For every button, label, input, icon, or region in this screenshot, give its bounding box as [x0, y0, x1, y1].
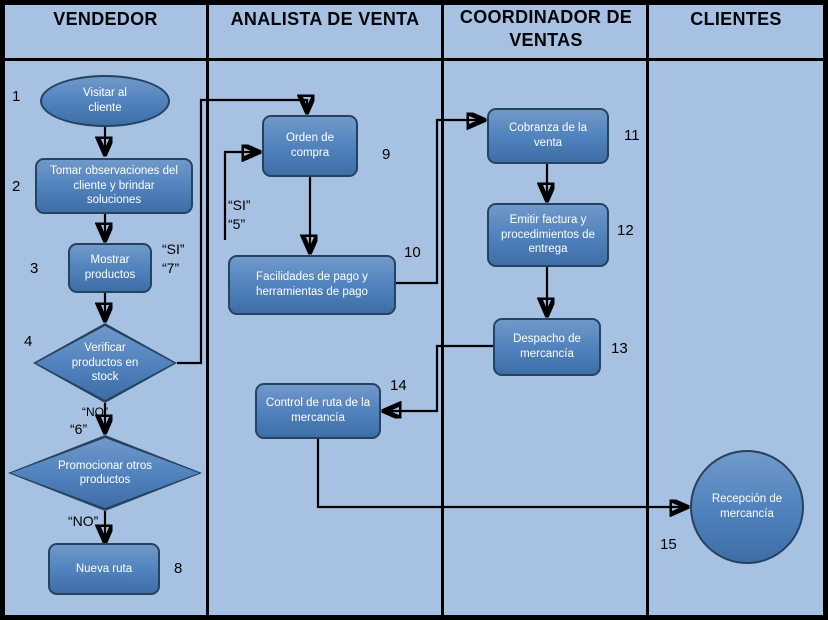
- flow-node-control-ruta: Control de ruta de la mercancía: [255, 383, 381, 439]
- edge-label-si-7: “SI” “7”: [162, 240, 185, 278]
- edge-label-si: “SI”: [162, 241, 185, 257]
- node-label: Facilidades de pago y herramientas de pa…: [256, 271, 368, 298]
- flow-node-emitir-factura: Emitir factura y procedimientos de entre…: [487, 203, 609, 267]
- edge-label-6: “6”: [70, 421, 88, 438]
- lane-divider-3: [646, 0, 649, 620]
- lane-header-coordinador: COORDINADOR DE VENTAS: [459, 7, 633, 50]
- flow-node-cobranza-venta: Cobranza de la venta: [487, 108, 609, 164]
- node-label: Tomar observaciones del cliente y brinda…: [50, 164, 178, 207]
- step-number-8: 8: [174, 560, 183, 577]
- lane-header-clientes: CLIENTES: [690, 9, 782, 29]
- flow-node-promocionar-productos: Promocionar otros productos: [8, 435, 202, 511]
- step-number-13: 13: [611, 340, 628, 357]
- node-label: Control de ruta de la mercancía: [265, 397, 371, 424]
- flow-node-orden-compra: Orden de compra: [262, 115, 358, 177]
- node-label: Recepción de mercancía: [711, 493, 783, 520]
- lane-header-analista: ANALISTA DE VENTA: [230, 9, 420, 29]
- node-label: Orden de compra: [286, 132, 334, 159]
- flow-node-despacho-mercancia: Despacho de mercancía: [493, 318, 601, 376]
- edge-label-5: “5”: [228, 215, 246, 232]
- node-label: Promocionar otros productos: [58, 459, 152, 486]
- step-number-4: 4: [24, 333, 33, 350]
- node-label: Despacho de mercancía: [513, 333, 581, 360]
- flow-node-facilidades-pago: Facilidades de pago y herramientas de pa…: [228, 255, 396, 315]
- step-number-10: 10: [404, 244, 421, 261]
- node-label: Nueva ruta: [75, 562, 133, 575]
- flow-node-tomar-observaciones: Tomar observaciones del cliente y brinda…: [35, 158, 193, 214]
- node-label: Mostrar productos: [84, 254, 136, 281]
- flow-node-verificar-stock: Verificar productos en stock: [33, 323, 177, 403]
- edge-label-no: “NO”: [82, 405, 108, 419]
- node-label: Cobranza de la venta: [509, 122, 587, 149]
- edge-label-7: “7”: [162, 259, 180, 276]
- step-number-15: 15: [660, 536, 677, 553]
- lane-divider-2: [441, 0, 444, 620]
- node-label: Verificar productos en stock: [71, 342, 139, 384]
- step-number-12: 12: [617, 222, 634, 239]
- flow-node-recepcion-mercancia: Recepción de mercancía: [690, 450, 804, 564]
- node-label: Emitir factura y procedimientos de entre…: [501, 213, 595, 256]
- edge-label-no-final: “NO”: [68, 512, 98, 531]
- step-number-3: 3: [30, 260, 39, 277]
- step-number-2: 2: [12, 178, 21, 195]
- lane-header-vendedor: VENDEDOR: [53, 9, 158, 29]
- edge-label-no: “NO”: [68, 513, 99, 529]
- flow-node-visitar-cliente: Visitar al cliente: [40, 75, 170, 127]
- flow-node-nueva-ruta: Nueva ruta: [48, 543, 160, 595]
- step-number-1: 1: [12, 88, 21, 105]
- node-label: Visitar al cliente: [83, 87, 127, 114]
- edge-label-si: “SI”: [228, 197, 251, 213]
- edge-label-si-5: “SI” “5”: [228, 196, 251, 234]
- lane-divider-1: [206, 0, 209, 620]
- edge-label-no-6: “NO” “6”: [70, 404, 108, 439]
- flow-node-mostrar-productos: Mostrar productos: [68, 243, 152, 293]
- step-number-11: 11: [624, 127, 640, 144]
- step-number-9: 9: [382, 146, 391, 163]
- arrow-controlruta-recepcion: [316, 439, 685, 507]
- step-number-14: 14: [390, 377, 407, 394]
- header-separator: [0, 58, 828, 61]
